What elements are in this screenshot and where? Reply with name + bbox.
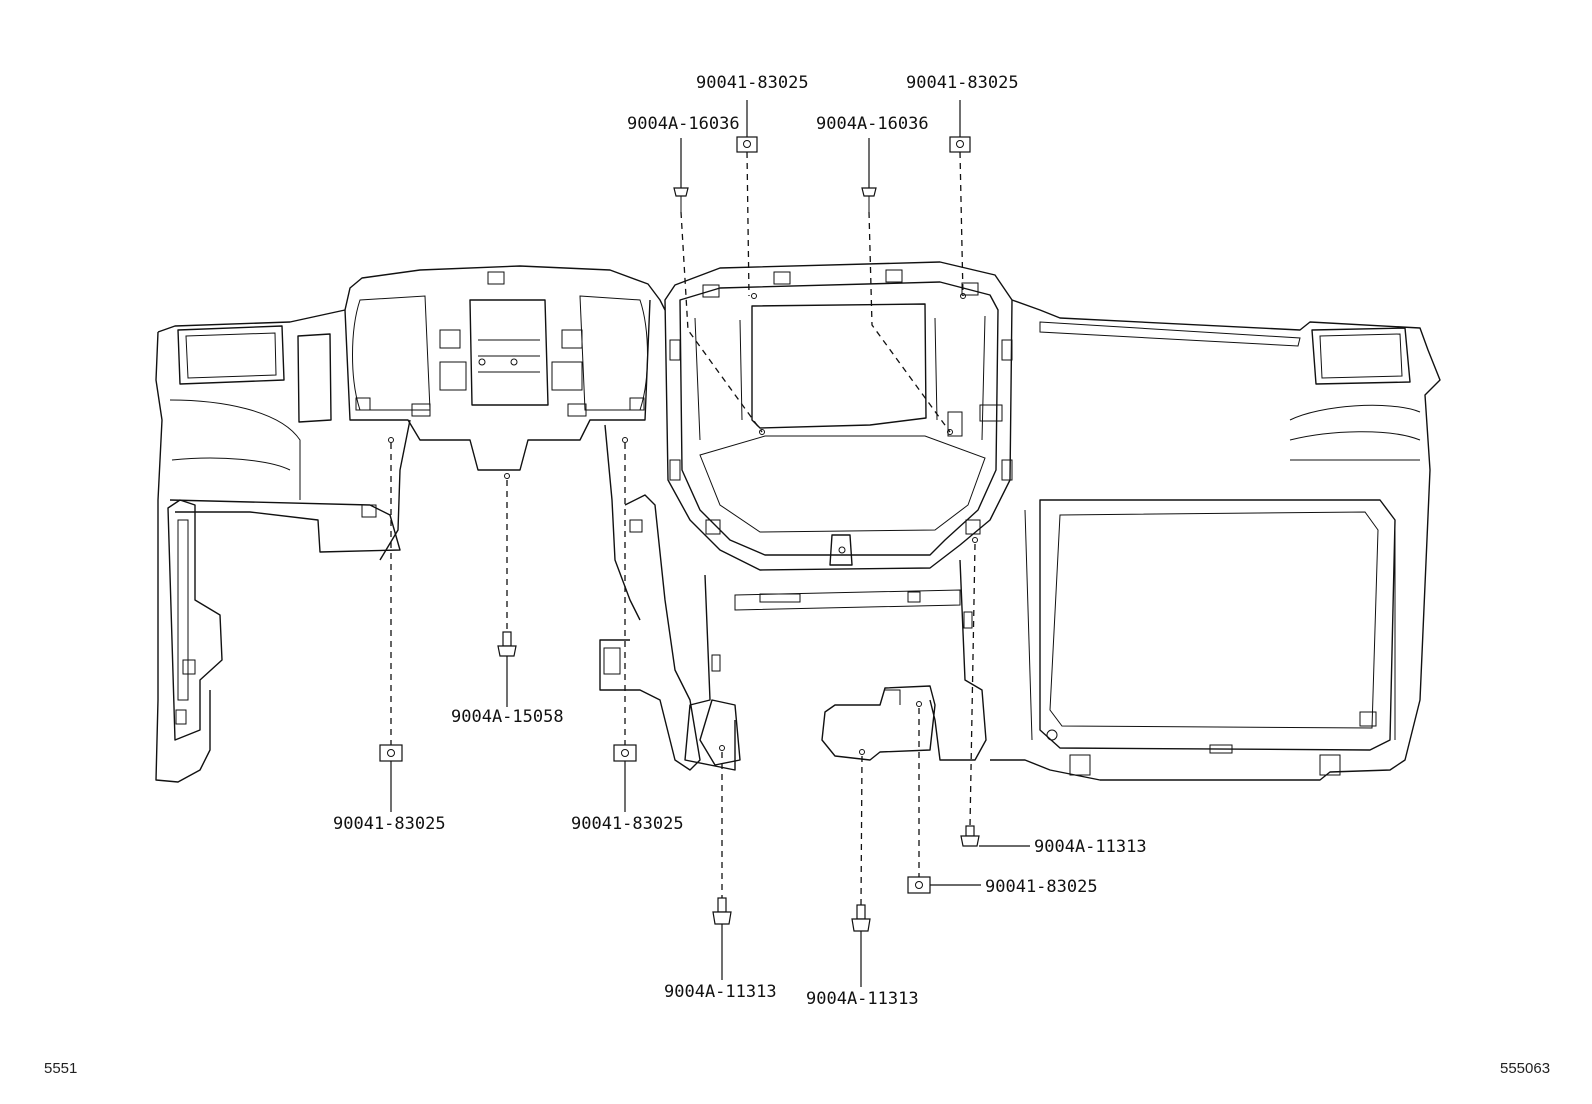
callout-part-number: 90041-83025 [906, 73, 1019, 93]
bolt-symbol [712, 897, 732, 925]
instrument-panel [155, 261, 1441, 783]
callout-part-number: 90041-83025 [571, 814, 684, 834]
leader-lines [390, 100, 1030, 987]
callout-part-number: 90041-83025 [985, 877, 1098, 897]
callout-part-number: 9004A-16036 [816, 114, 929, 134]
clip-nut-symbol [379, 744, 403, 762]
clip-nut-symbol [613, 744, 637, 762]
callout-part-number: 9004A-11313 [806, 989, 919, 1009]
callout-part-number: 9004A-16036 [627, 114, 740, 134]
fasteners [379, 136, 980, 932]
bolt-symbol [960, 825, 980, 847]
clip-nut-symbol [907, 876, 931, 894]
callout-part-number: 9004A-11313 [664, 982, 777, 1002]
assembly-lines [390, 151, 976, 906]
clip-nut-symbol [949, 136, 971, 153]
screw-symbol [861, 187, 877, 212]
callout-part-number: 90041-83025 [696, 73, 809, 93]
callout-part-number: 90041-83025 [333, 814, 446, 834]
bolt-symbol [497, 631, 517, 657]
callout-part-number: 9004A-11313 [1034, 837, 1147, 857]
screw-symbol [673, 187, 689, 212]
footer-left-code: 5551 [44, 1060, 78, 1077]
clip-nut-symbol [736, 136, 758, 153]
callout-part-number: 9004A-15058 [451, 707, 564, 727]
bolt-symbol [851, 904, 871, 932]
footer-right-code: 555063 [1500, 1060, 1551, 1077]
